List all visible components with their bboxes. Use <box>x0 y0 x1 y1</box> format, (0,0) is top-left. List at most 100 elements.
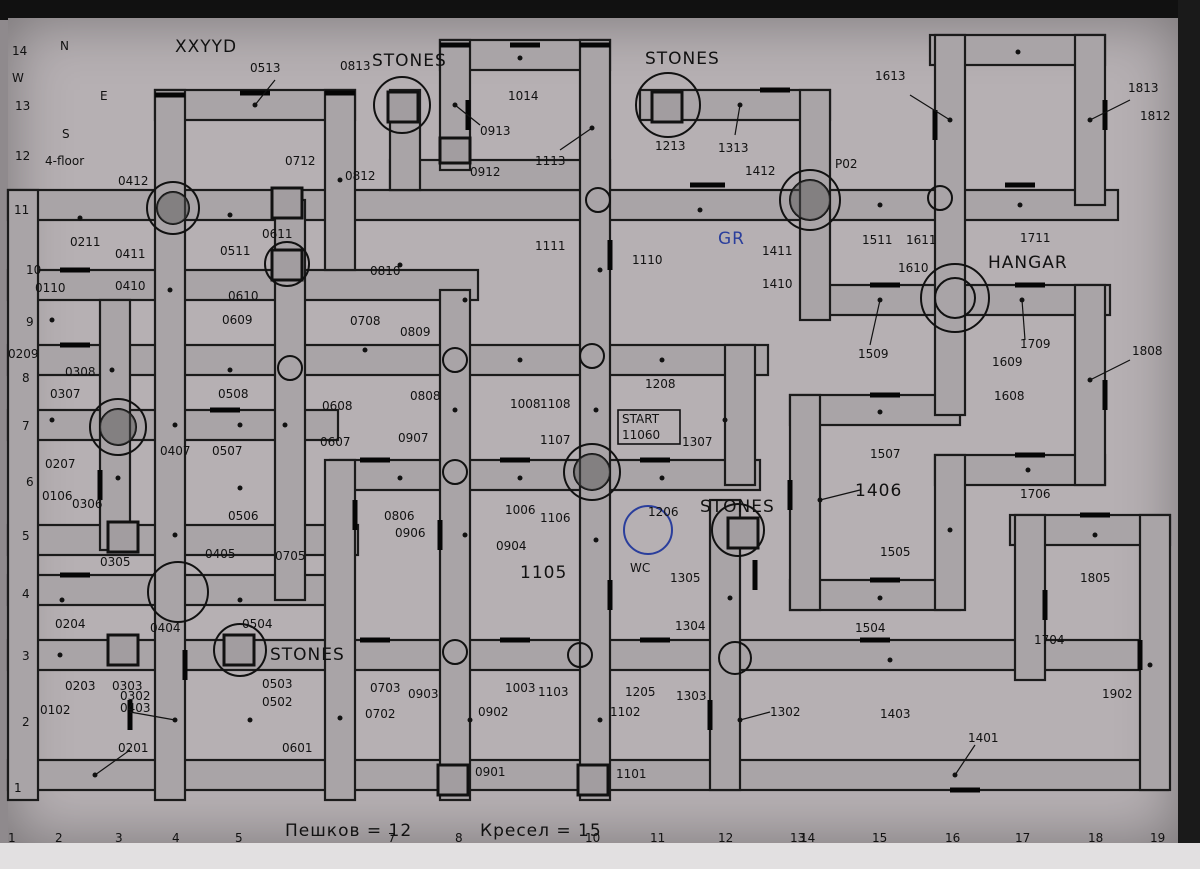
p02-label: P02 <box>835 157 858 171</box>
room-label: 0609 <box>222 313 253 327</box>
room-label: 0302 <box>120 689 151 703</box>
grid-col: 13 <box>790 831 805 845</box>
room-label: 1805 <box>1080 571 1111 585</box>
room-label: 0812 <box>345 169 376 183</box>
room-label: 0201 <box>118 741 149 755</box>
stones-label-2: STONES <box>645 49 720 69</box>
grid-row: 5 <box>22 529 30 543</box>
footer-note-left: Пешков = 12 <box>285 821 412 841</box>
room-label: 0513 <box>250 61 281 75</box>
room-label: 1511 <box>862 233 893 247</box>
corridors <box>6 33 1172 802</box>
room-label: 1008 <box>510 397 541 411</box>
room-label: 1406 <box>855 481 902 501</box>
grid-col: 1 <box>8 831 16 845</box>
room-label: 1003 <box>505 681 536 695</box>
room-label: 1101 <box>616 767 647 781</box>
room-label: 0504 <box>242 617 273 631</box>
room-label: 1305 <box>670 571 701 585</box>
grid-col: 14 <box>800 831 815 845</box>
room-label: 1302 <box>770 705 801 719</box>
doors <box>60 42 1143 793</box>
grid-row: 7 <box>22 419 30 433</box>
room-label: 1208 <box>645 377 676 391</box>
room-label: 1303 <box>676 689 707 703</box>
room-label: 1103 <box>538 685 569 699</box>
room-label: 0308 <box>65 365 96 379</box>
room-label: 1412 <box>745 164 776 178</box>
grid-col: 3 <box>115 831 123 845</box>
room-label: 1608 <box>994 389 1025 403</box>
room-label: 0810 <box>370 264 401 278</box>
grid-col: 11 <box>650 831 665 845</box>
room-label: 0808 <box>410 389 441 403</box>
room-label: 0705 <box>275 549 306 563</box>
room-label: 0503 <box>262 677 293 691</box>
room-label: 0903 <box>408 687 439 701</box>
room-label: 0207 <box>45 457 76 471</box>
room-label: 1110 <box>632 253 663 267</box>
room-label: 0907 <box>398 431 429 445</box>
room-label: 1611 <box>906 233 937 247</box>
room-label: 1507 <box>870 447 901 461</box>
room-label: 1111 <box>535 239 566 253</box>
grid-col: 2 <box>55 831 63 845</box>
room-label: 0211 <box>70 235 101 249</box>
room-label: 0904 <box>496 539 527 553</box>
footer-note-right: Кресел = 15 <box>480 821 602 841</box>
room-label: 1509 <box>858 347 889 361</box>
room-label: 0712 <box>285 154 316 168</box>
floor-label: 4-floor <box>45 154 84 168</box>
room-label: 0307 <box>50 387 81 401</box>
grid-col: 5 <box>235 831 243 845</box>
room-label: 1704 <box>1034 633 1065 647</box>
room-label: 0507 <box>212 444 243 458</box>
room-label: 1610 <box>898 261 929 275</box>
start-code: 11060 <box>622 428 660 442</box>
compass-south: S <box>62 127 70 141</box>
room-label: 0813 <box>340 59 371 73</box>
grid-labels: 1 2 3 4 5 7 8 10 11 12 13 14 15 16 17 18… <box>8 203 1165 845</box>
room-label: 1304 <box>675 619 706 633</box>
room-label: 1504 <box>855 621 886 635</box>
grid-row: 4 <box>22 587 30 601</box>
room-label: 0703 <box>370 681 401 695</box>
grid-row: 1 <box>14 781 22 795</box>
room-label: 0110 <box>35 281 66 295</box>
room-label: 1102 <box>610 705 641 719</box>
room-label: 0906 <box>395 526 426 540</box>
room-label: 0912 <box>470 165 501 179</box>
start-box: START 11060 <box>617 409 681 445</box>
grid-row: 11 <box>14 203 29 217</box>
grid-col: 18 <box>1088 831 1103 845</box>
room-label: 1403 <box>880 707 911 721</box>
room-label: 0511 <box>220 244 251 258</box>
gr-label: GR <box>718 229 745 249</box>
room-label: 1613 <box>875 69 906 83</box>
room-label: 1505 <box>880 545 911 559</box>
room-label: 0407 <box>160 444 191 458</box>
room-label: 0411 <box>115 247 146 261</box>
hatched-rooms <box>106 90 760 797</box>
stones-label-1: STONES <box>372 51 447 71</box>
hub-fills <box>100 180 830 490</box>
room-label: 1113 <box>535 154 566 168</box>
room-label: 1205 <box>625 685 656 699</box>
room-label: 1813 <box>1128 81 1159 95</box>
room-label: 1107 <box>540 433 571 447</box>
room-label: 1410 <box>762 277 793 291</box>
room-label: 0607 <box>320 435 351 449</box>
top-edge <box>0 0 1200 20</box>
room-label: 0508 <box>218 387 249 401</box>
room-label: 1313 <box>718 141 749 155</box>
room-label: 0306 <box>72 497 103 511</box>
row-13: 13 <box>15 99 30 113</box>
hangar-label: HANGAR <box>988 253 1068 273</box>
room-label: 1106 <box>540 511 571 525</box>
room-label: 1213 <box>655 139 686 153</box>
room-label: 0404 <box>150 621 181 635</box>
grid-row: 2 <box>22 715 30 729</box>
room-label: 0913 <box>480 124 511 138</box>
